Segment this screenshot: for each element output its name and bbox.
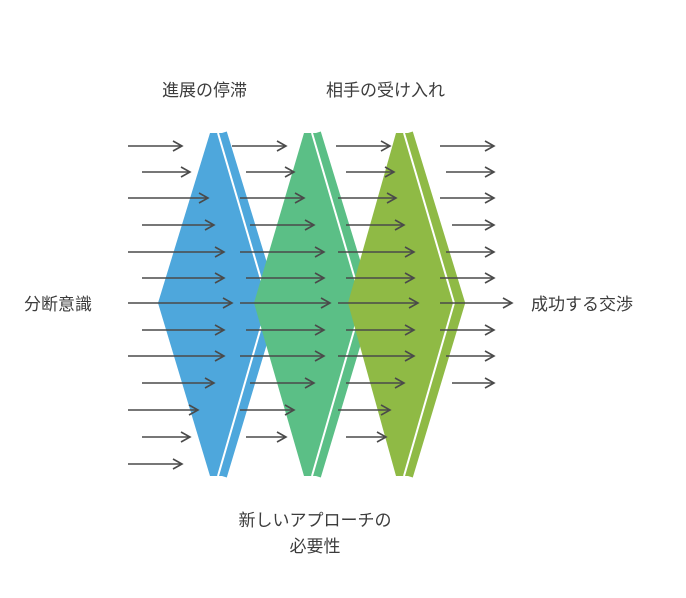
label-new-approach-needed: 新しいアプローチの 必要性 [200,508,430,560]
label-division-awareness: 分断意識 [24,295,92,315]
label-successful-negotiation: 成功する交渉 [531,295,633,315]
stage-3-shape [348,133,460,476]
label-progress-stagnation: 進展の停滞 [162,81,247,101]
label-counterpart-acceptance: 相手の受け入れ [326,81,445,101]
label-new-approach-line2: 必要性 [289,537,341,557]
label-new-approach-line1: 新しいアプローチの [238,511,392,531]
